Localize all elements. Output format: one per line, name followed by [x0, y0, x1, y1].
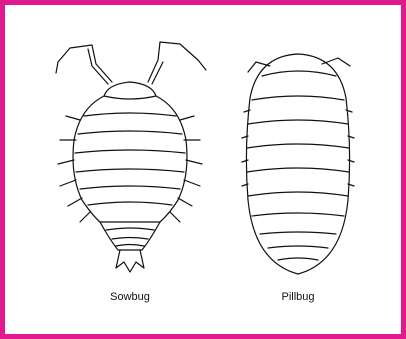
pillbug-right-antenna [322, 58, 350, 66]
pillbug-body [246, 54, 349, 274]
pillbug-left-antenna [248, 62, 270, 72]
sowbug-left-antenna [56, 45, 112, 82]
pillbug-drawing [242, 54, 354, 274]
sowbug-head [104, 82, 156, 99]
sowbug-drawing [56, 42, 206, 272]
sowbug-label: Sowbug [110, 291, 150, 303]
sowbug-right-antenna [148, 42, 206, 82]
sowbug-uropods [116, 250, 144, 272]
sowbug-pleon [100, 222, 160, 250]
pillbug-label: Pillbug [281, 291, 314, 303]
pillbug-head [262, 71, 336, 76]
